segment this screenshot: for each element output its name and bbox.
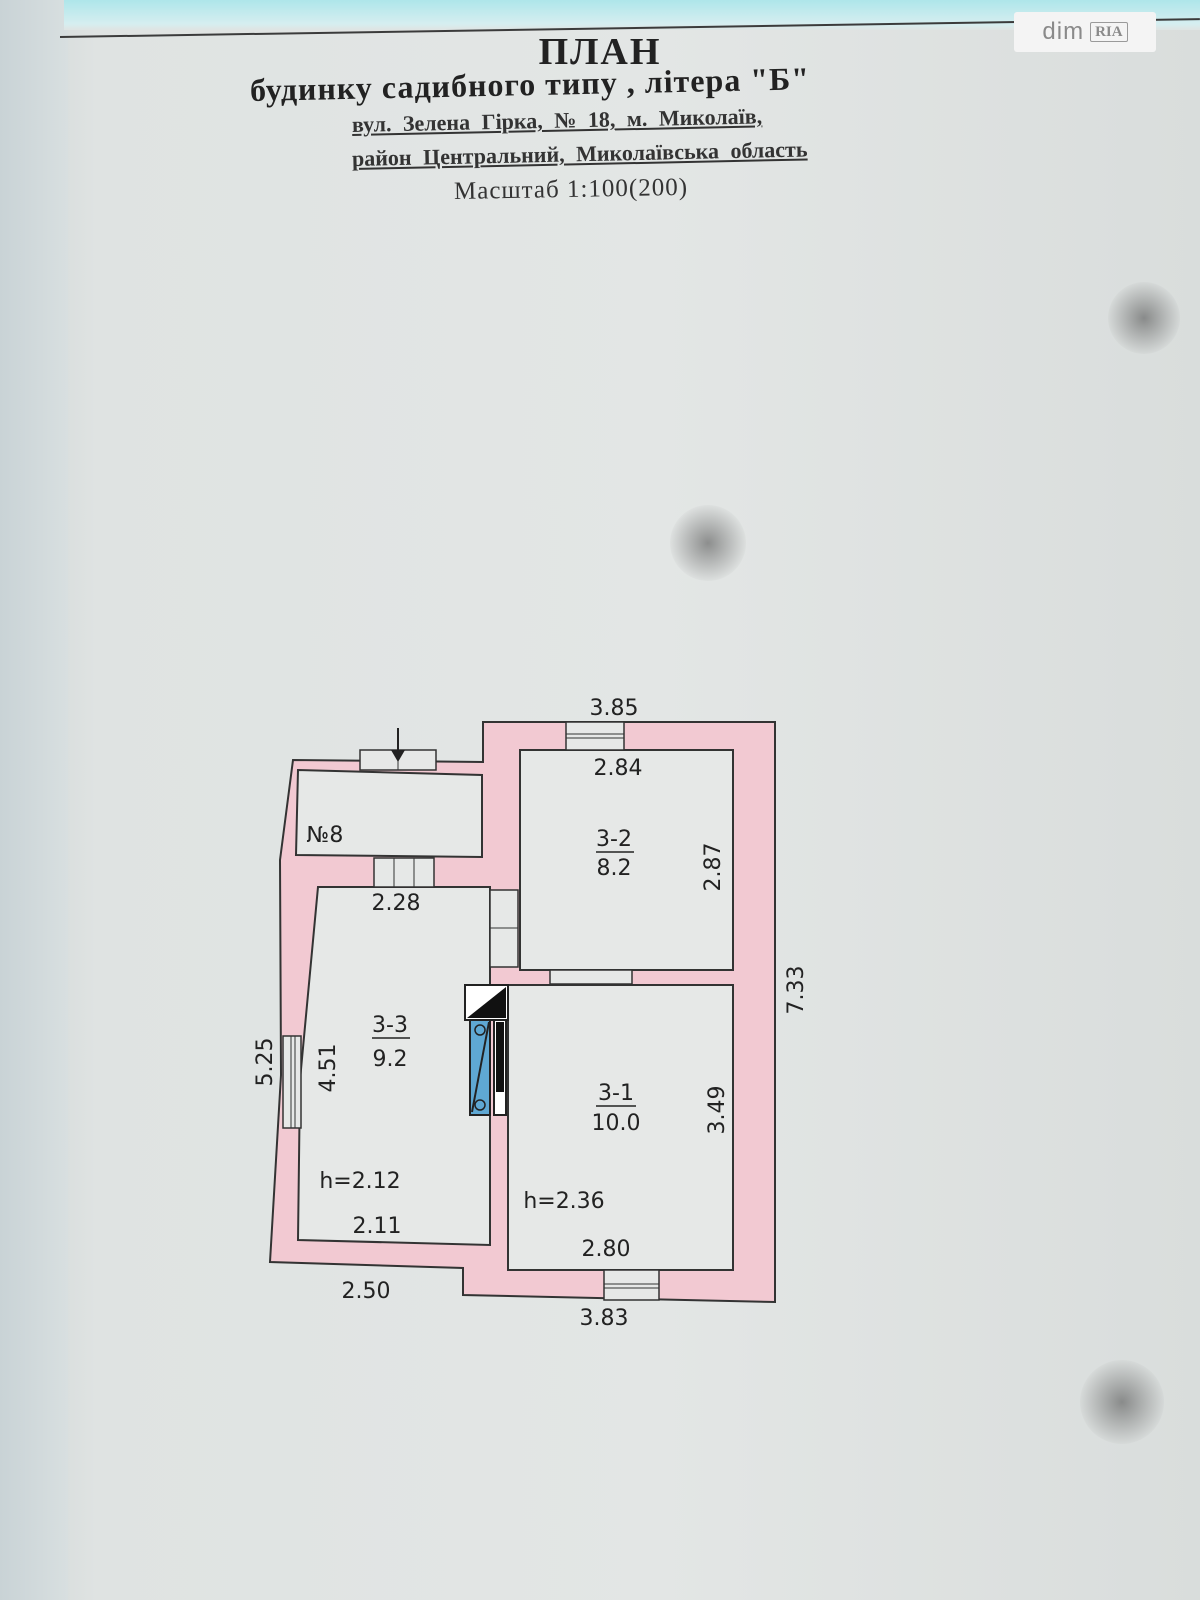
dim-outer-right: 7.33 [784,966,809,1015]
room-3-1-dim-side: 3.49 [705,1086,730,1135]
room-3-2-dim-side: 2.87 [701,843,726,892]
room-3-3-id: 3-3 [372,1013,408,1038]
smudge [1108,282,1180,354]
room-3-3-area: 9.2 [373,1047,408,1072]
smudge [670,505,746,581]
room-3-2-id: 3-2 [596,827,632,852]
door [489,889,519,968]
window [565,721,625,751]
room-3-1-id: 3-1 [598,1081,634,1106]
watermark-badge: RIA [1090,22,1128,42]
room-3-3-dim-side: 4.51 [316,1044,341,1093]
room-3-3-height: h=2.12 [319,1169,400,1194]
room-3-1-area: 10.0 [592,1111,641,1136]
page-edge-shadow [0,0,68,1600]
document-title: ПЛАН [538,31,662,73]
window [549,969,633,985]
room-3-2-floor [519,749,734,971]
room-3-3-dim-top: 2.28 [372,891,421,916]
room-3-2-area: 8.2 [597,856,632,881]
room-3-1-dim-top: 2.80 [582,1237,631,1262]
window [282,1035,302,1129]
stove-fixture [464,984,509,1116]
dim-outer-bottom-right: 3.83 [580,1306,629,1331]
window [373,857,435,888]
entrance-arrow [391,728,405,762]
room-3-3-dim-bottom: 2.11 [353,1214,402,1239]
room-3-1-floor [507,984,734,1271]
cover-edge [64,0,1200,30]
watermark-text: dim [1042,18,1085,45]
room-3-1-height: h=2.36 [523,1189,604,1214]
dim-outer-bottom-left: 2.50 [342,1279,391,1304]
dim-outer-top: 3.85 [590,696,639,721]
smudge [1080,1360,1164,1444]
room-3-2-dim-top: 2.84 [594,756,643,781]
dim-outer-left: 5.25 [253,1038,278,1087]
window [603,1269,660,1301]
room-8-floor [294,768,483,859]
watermark: dim RIA [1014,12,1156,52]
room-8-id: №8 [307,823,344,848]
room-3-3-floor [296,886,491,1247]
document-header: ПЛАН будинку садибного типу , літера "Б"… [0,0,1200,230]
